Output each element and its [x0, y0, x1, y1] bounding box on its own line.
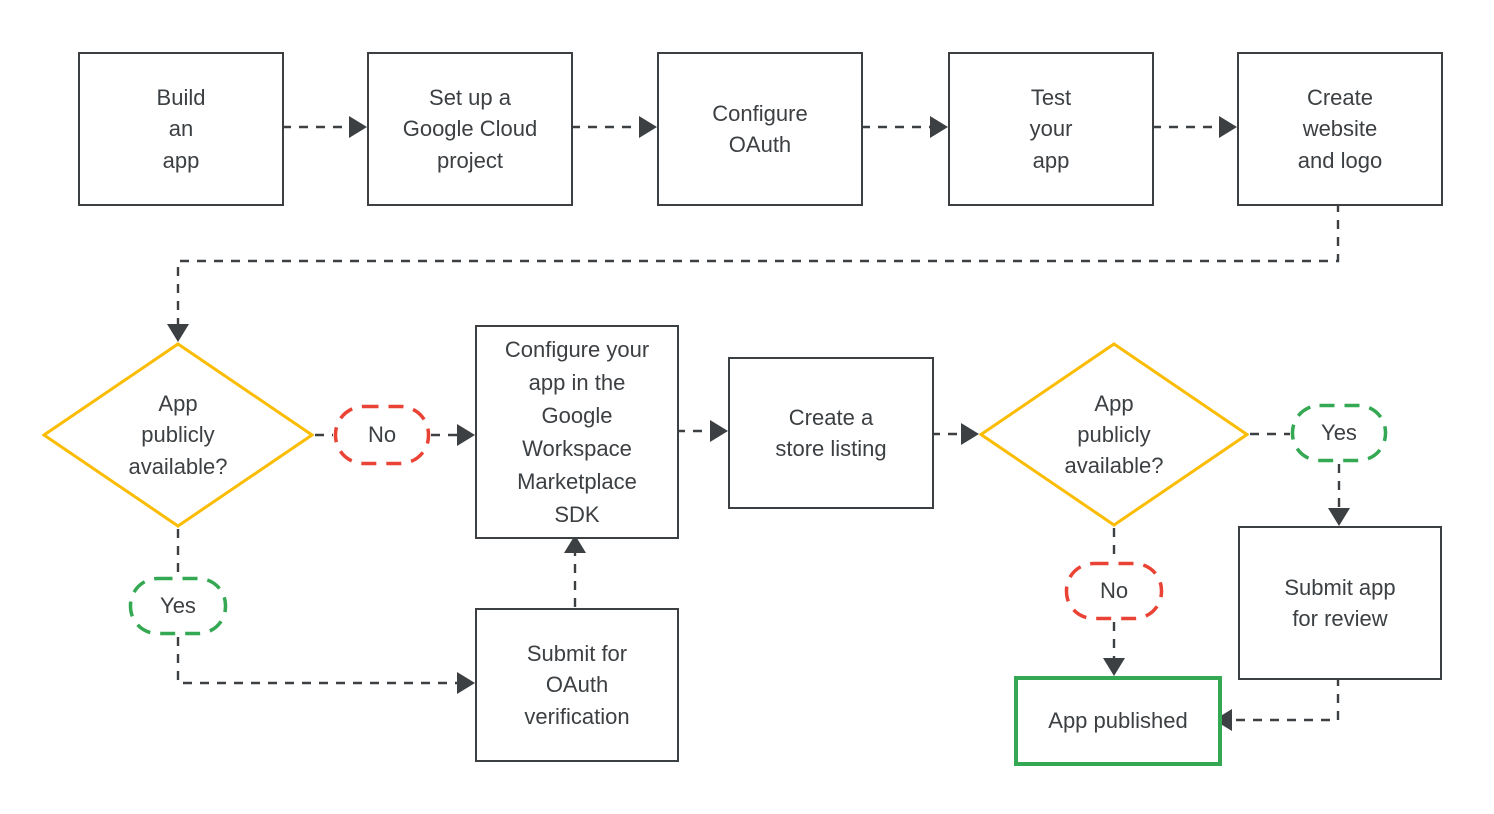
diamond-shape: [42, 342, 314, 528]
branch-no-1: No: [333, 404, 431, 466]
step-test-your-app: Test your app: [948, 52, 1154, 206]
oval-shape: [1064, 561, 1164, 621]
edge-yes2-to-review: [1328, 464, 1350, 526]
branch-label: Yes: [160, 593, 196, 619]
branch-yes-1: Yes: [128, 576, 228, 636]
edge-build-to-setup: [282, 116, 367, 138]
step-configure-marketplace-sdk: Configure your app in the Google Workspa…: [475, 325, 679, 539]
step-configure-oauth: Configure OAuth: [657, 52, 863, 206]
edge-test-to-website: [1152, 116, 1237, 138]
diamond-shape: [979, 342, 1249, 527]
edge-oauth-to-test: [861, 116, 948, 138]
decision-app-publicly-available-1: App publicly available?: [42, 342, 314, 528]
step-label: Test your app: [1029, 85, 1073, 173]
decision-app-publicly-available-2: App publicly available?: [979, 342, 1249, 527]
edge-no1-to-sdk: [431, 424, 475, 446]
decision-label: App publicly available?: [128, 391, 228, 479]
edge-no2-to-published: [1103, 622, 1125, 676]
edge-sdk-to-listing: [676, 420, 728, 442]
step-setup-google-cloud-project: Set up a Google Cloud project: [367, 52, 573, 206]
edge-review-to-published: [1214, 677, 1340, 731]
step-label: Configure OAuth: [712, 100, 808, 157]
step-label: Create website and logo: [1297, 85, 1383, 173]
oval-shape: [128, 576, 228, 636]
step-label: Configure your app in the Google Workspa…: [504, 337, 650, 527]
decision-label: App publicly available?: [1064, 390, 1164, 479]
branch-label: Yes: [1321, 420, 1357, 446]
oval-shape: [1290, 403, 1388, 463]
edge-yes1-to-oauth-verification: [176, 637, 475, 694]
step-label: Submit for OAuth verification: [524, 641, 630, 729]
branch-label: No: [1099, 578, 1129, 604]
step-submit-app-for-review: Submit app for review: [1238, 526, 1442, 680]
terminal-app-published: App published: [1014, 676, 1222, 766]
edge-oauth-verification-to-sdk: [564, 535, 586, 607]
step-label: Set up a Google Cloud project: [402, 85, 538, 173]
branch-no-2: No: [1064, 561, 1164, 621]
branch-yes-2: Yes: [1290, 403, 1388, 463]
step-create-website-and-logo: Create website and logo: [1237, 52, 1443, 206]
step-label: Submit app for review: [1284, 574, 1396, 631]
step-label: Create a store listing: [775, 404, 887, 461]
terminal-label: App published: [1048, 708, 1188, 734]
oval-shape: [333, 404, 431, 466]
edge-listing-to-decision2: [931, 423, 979, 445]
step-label: Build an app: [156, 85, 206, 173]
step-build-app: Build an app: [78, 52, 284, 206]
step-create-store-listing: Create a store listing: [728, 357, 934, 509]
step-submit-oauth-verification: Submit for OAuth verification: [475, 608, 679, 762]
edge-setup-to-oauth: [571, 116, 657, 138]
edge-website-to-decision1: [167, 203, 1340, 342]
branch-label: No: [367, 422, 397, 448]
